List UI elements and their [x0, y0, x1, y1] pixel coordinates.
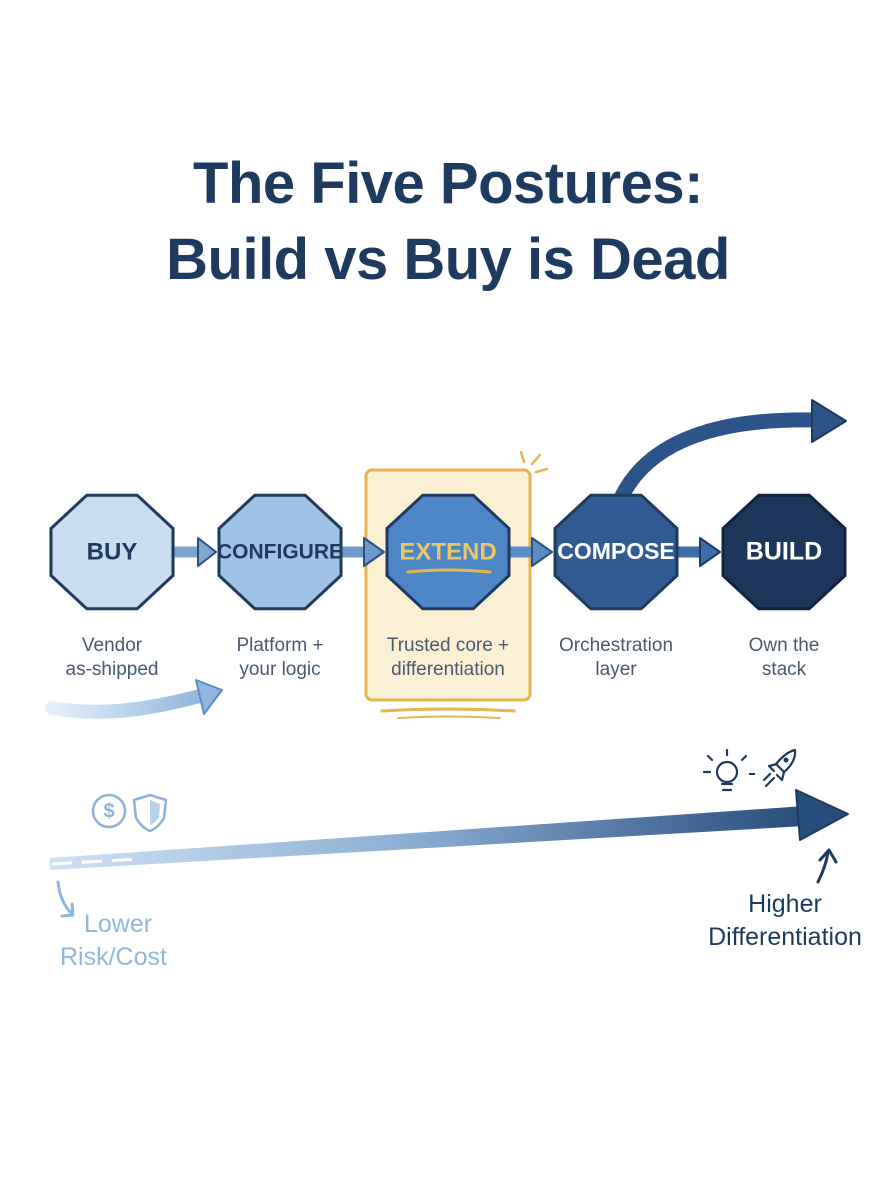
axis-label-low: Lower Risk/Cost — [60, 908, 167, 974]
desc-line: as-shipped — [65, 659, 159, 680]
posture-label-buy: BUY — [87, 538, 138, 565]
posture-label-build: BUILD — [746, 538, 822, 566]
posture-desc-configure: Platform + your logic — [195, 634, 365, 682]
axis-label-low-line-2: Risk/Cost — [60, 943, 167, 971]
dollar-coin-icon: $ — [91, 793, 127, 829]
title-line-1: The Five Postures: — [193, 151, 703, 216]
axis-label-high: Higher Differentiation — [680, 888, 890, 954]
desc-line: Orchestration — [558, 635, 674, 656]
title-line-2: Build vs Buy is Dead — [166, 227, 730, 292]
posture-desc-build: Own the stack — [699, 634, 869, 682]
posture-label-extend: EXTEND — [399, 538, 496, 565]
page-title: The Five Postures: Build vs Buy is Dead — [0, 146, 896, 298]
posture-desc-compose: Orchestration layer — [531, 634, 701, 682]
connector-arrow-2 — [338, 537, 385, 567]
svg-text:$: $ — [103, 800, 114, 822]
posture-node-buy: BUY — [49, 493, 175, 611]
axis-label-high-line-1: Higher — [748, 890, 822, 918]
left-pointer-arrow — [56, 880, 75, 918]
desc-line: layer — [595, 659, 637, 680]
posture-node-build: BUILD — [721, 493, 847, 611]
posture-label-compose: COMPOSE — [557, 538, 675, 564]
desc-line: Platform + — [236, 635, 324, 656]
differentiation-axis-arrow — [50, 789, 849, 870]
node-shape — [553, 493, 679, 611]
posture-desc-buy: Vendor as-shipped — [27, 634, 197, 682]
lightbulb-icon — [702, 748, 748, 792]
low-swoosh-arrow — [45, 679, 223, 719]
rocket-icon — [762, 748, 797, 788]
desc-line: Own the — [748, 635, 820, 656]
breakout-arrow — [614, 399, 847, 504]
desc-line: stack — [761, 659, 807, 680]
desc-line: Trusted core + — [386, 635, 510, 656]
node-shape — [721, 493, 847, 611]
posture-node-extend: EXTEND — [385, 493, 511, 611]
sparkle-icon — [519, 450, 549, 474]
connector-arrow-4 — [674, 537, 721, 567]
shield-icon — [132, 793, 168, 833]
axis-label-high-line-2: Differentiation — [708, 923, 862, 951]
posture-node-compose: COMPOSE — [553, 493, 679, 611]
node-shape — [49, 493, 175, 611]
extend-underline — [406, 568, 492, 574]
desc-line: Vendor — [81, 635, 143, 656]
right-pointer-arrow — [816, 848, 838, 884]
posture-node-configure: CONFIGURE — [217, 493, 343, 611]
node-shape — [385, 493, 511, 611]
connector-arrow-1 — [170, 537, 217, 567]
desc-line: your logic — [239, 659, 321, 680]
posture-label-configure: CONFIGURE — [217, 541, 343, 564]
desc-line: differentiation — [391, 659, 505, 680]
connector-arrow-3 — [506, 537, 553, 567]
posture-desc-extend: Trusted core + differentiation — [363, 634, 533, 682]
node-shape — [217, 493, 343, 611]
axis-label-low-line-1: Lower — [84, 910, 153, 938]
